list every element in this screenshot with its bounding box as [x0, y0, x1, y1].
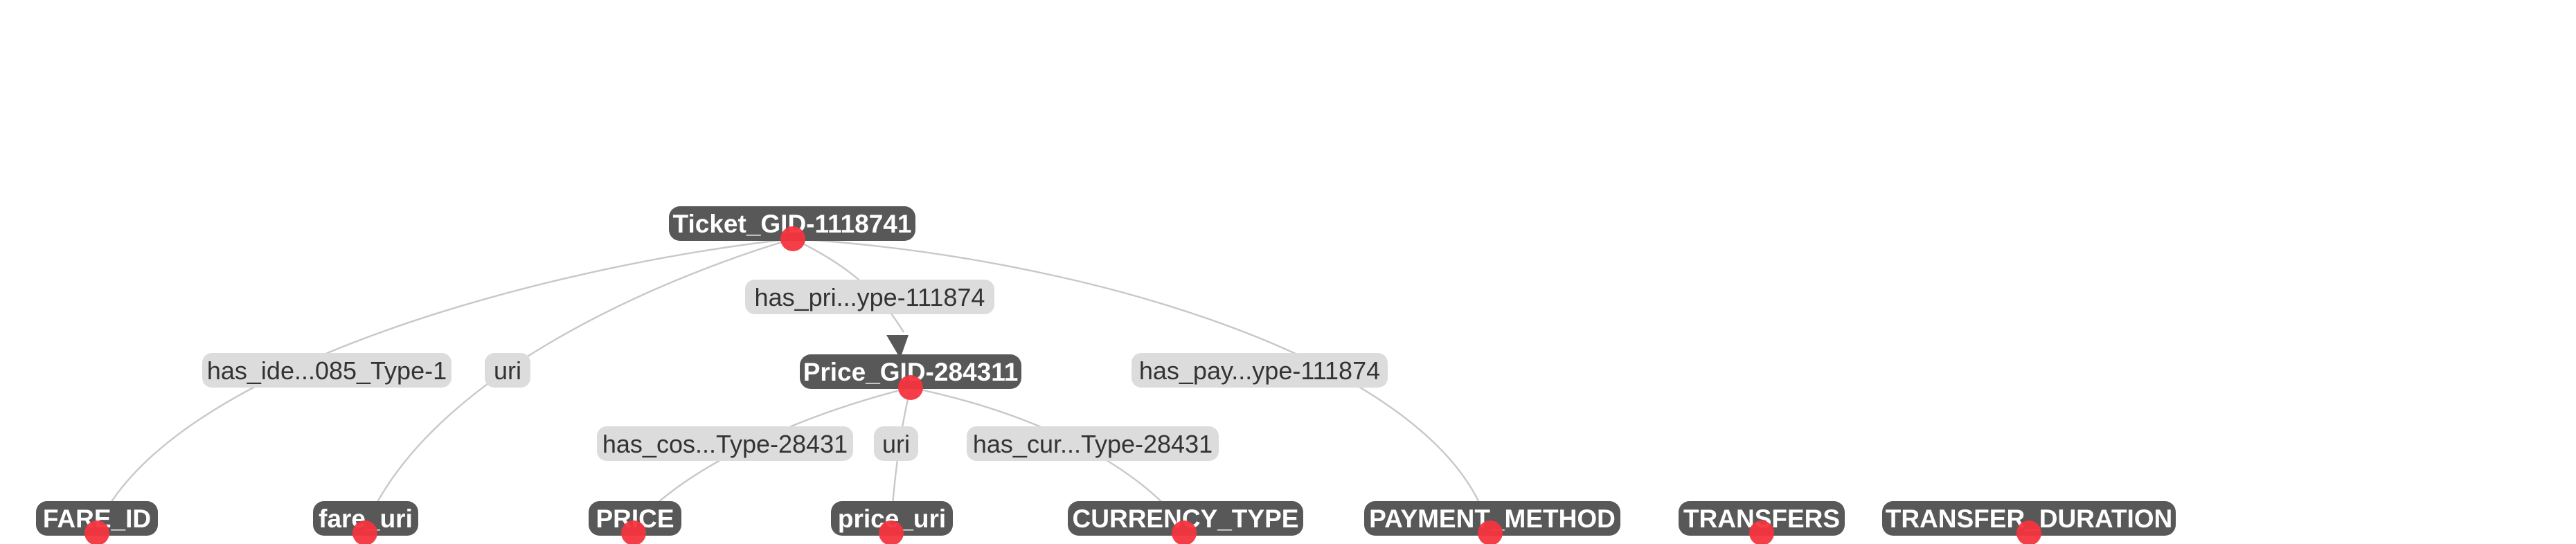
- svg-text:has_cos...Type-28431: has_cos...Type-28431: [602, 430, 848, 458]
- node-handle[interactable]: [1749, 520, 1774, 544]
- node-handle[interactable]: [84, 520, 109, 544]
- node-transfers[interactable]: TRANSFERS: [1679, 501, 1845, 544]
- node-transfer-duration[interactable]: TRANSFER_DURATION: [1882, 501, 2176, 544]
- edge-labels: has_ide...085_Type-1 uri has_pri...ype-1…: [202, 280, 1388, 461]
- edge-label-has-cos[interactable]: has_cos...Type-28431: [597, 426, 853, 461]
- node-fare-id[interactable]: FARE_ID: [36, 501, 158, 544]
- edge-label-uri-ticket[interactable]: uri: [485, 353, 530, 388]
- node-handle[interactable]: [780, 226, 805, 251]
- svg-text:has_ide...085_Type-1: has_ide...085_Type-1: [207, 356, 447, 385]
- edge-label-has-pay[interactable]: has_pay...ype-111874: [1132, 353, 1388, 388]
- nodes: Ticket_GID-1118741 Price_GID-284311 FARE…: [36, 206, 2176, 544]
- node-handle[interactable]: [1172, 520, 1197, 544]
- edge-ticket-payment-method: [792, 237, 1490, 528]
- node-price-gid[interactable]: Price_GID-284311: [800, 354, 1021, 400]
- node-payment-method[interactable]: PAYMENT_METHOD: [1364, 501, 1620, 544]
- edge-label-has-cur[interactable]: has_cur...Type-28431: [967, 426, 1219, 461]
- node-price[interactable]: PRICE: [589, 501, 681, 544]
- svg-text:uri: uri: [882, 430, 910, 458]
- node-handle[interactable]: [1478, 520, 1503, 544]
- svg-text:has_pri...ype-111874: has_pri...ype-111874: [755, 283, 985, 311]
- svg-text:uri: uri: [494, 356, 521, 385]
- node-currency-type[interactable]: CURRENCY_TYPE: [1068, 501, 1303, 544]
- edge-label-has-pri[interactable]: has_pri...ype-111874: [745, 280, 994, 314]
- node-ticket[interactable]: Ticket_GID-1118741: [669, 206, 915, 251]
- edge-label-has-ide[interactable]: has_ide...085_Type-1: [202, 353, 451, 388]
- node-price-uri[interactable]: price_uri: [831, 501, 953, 544]
- node-handle[interactable]: [879, 520, 904, 544]
- arrowhead-icon: [886, 335, 909, 359]
- node-handle[interactable]: [2016, 520, 2041, 544]
- svg-text:has_pay...ype-111874: has_pay...ype-111874: [1139, 356, 1380, 385]
- node-handle[interactable]: [352, 520, 377, 544]
- node-fare-uri[interactable]: fare_uri: [313, 501, 418, 544]
- node-handle[interactable]: [621, 520, 646, 544]
- edge-ticket-fare-id: [96, 237, 794, 528]
- edge-label-uri-price[interactable]: uri: [874, 426, 918, 461]
- svg-text:has_cur...Type-28431: has_cur...Type-28431: [973, 430, 1213, 458]
- node-handle[interactable]: [898, 375, 923, 400]
- edge-ticket-fare-uri: [364, 237, 794, 528]
